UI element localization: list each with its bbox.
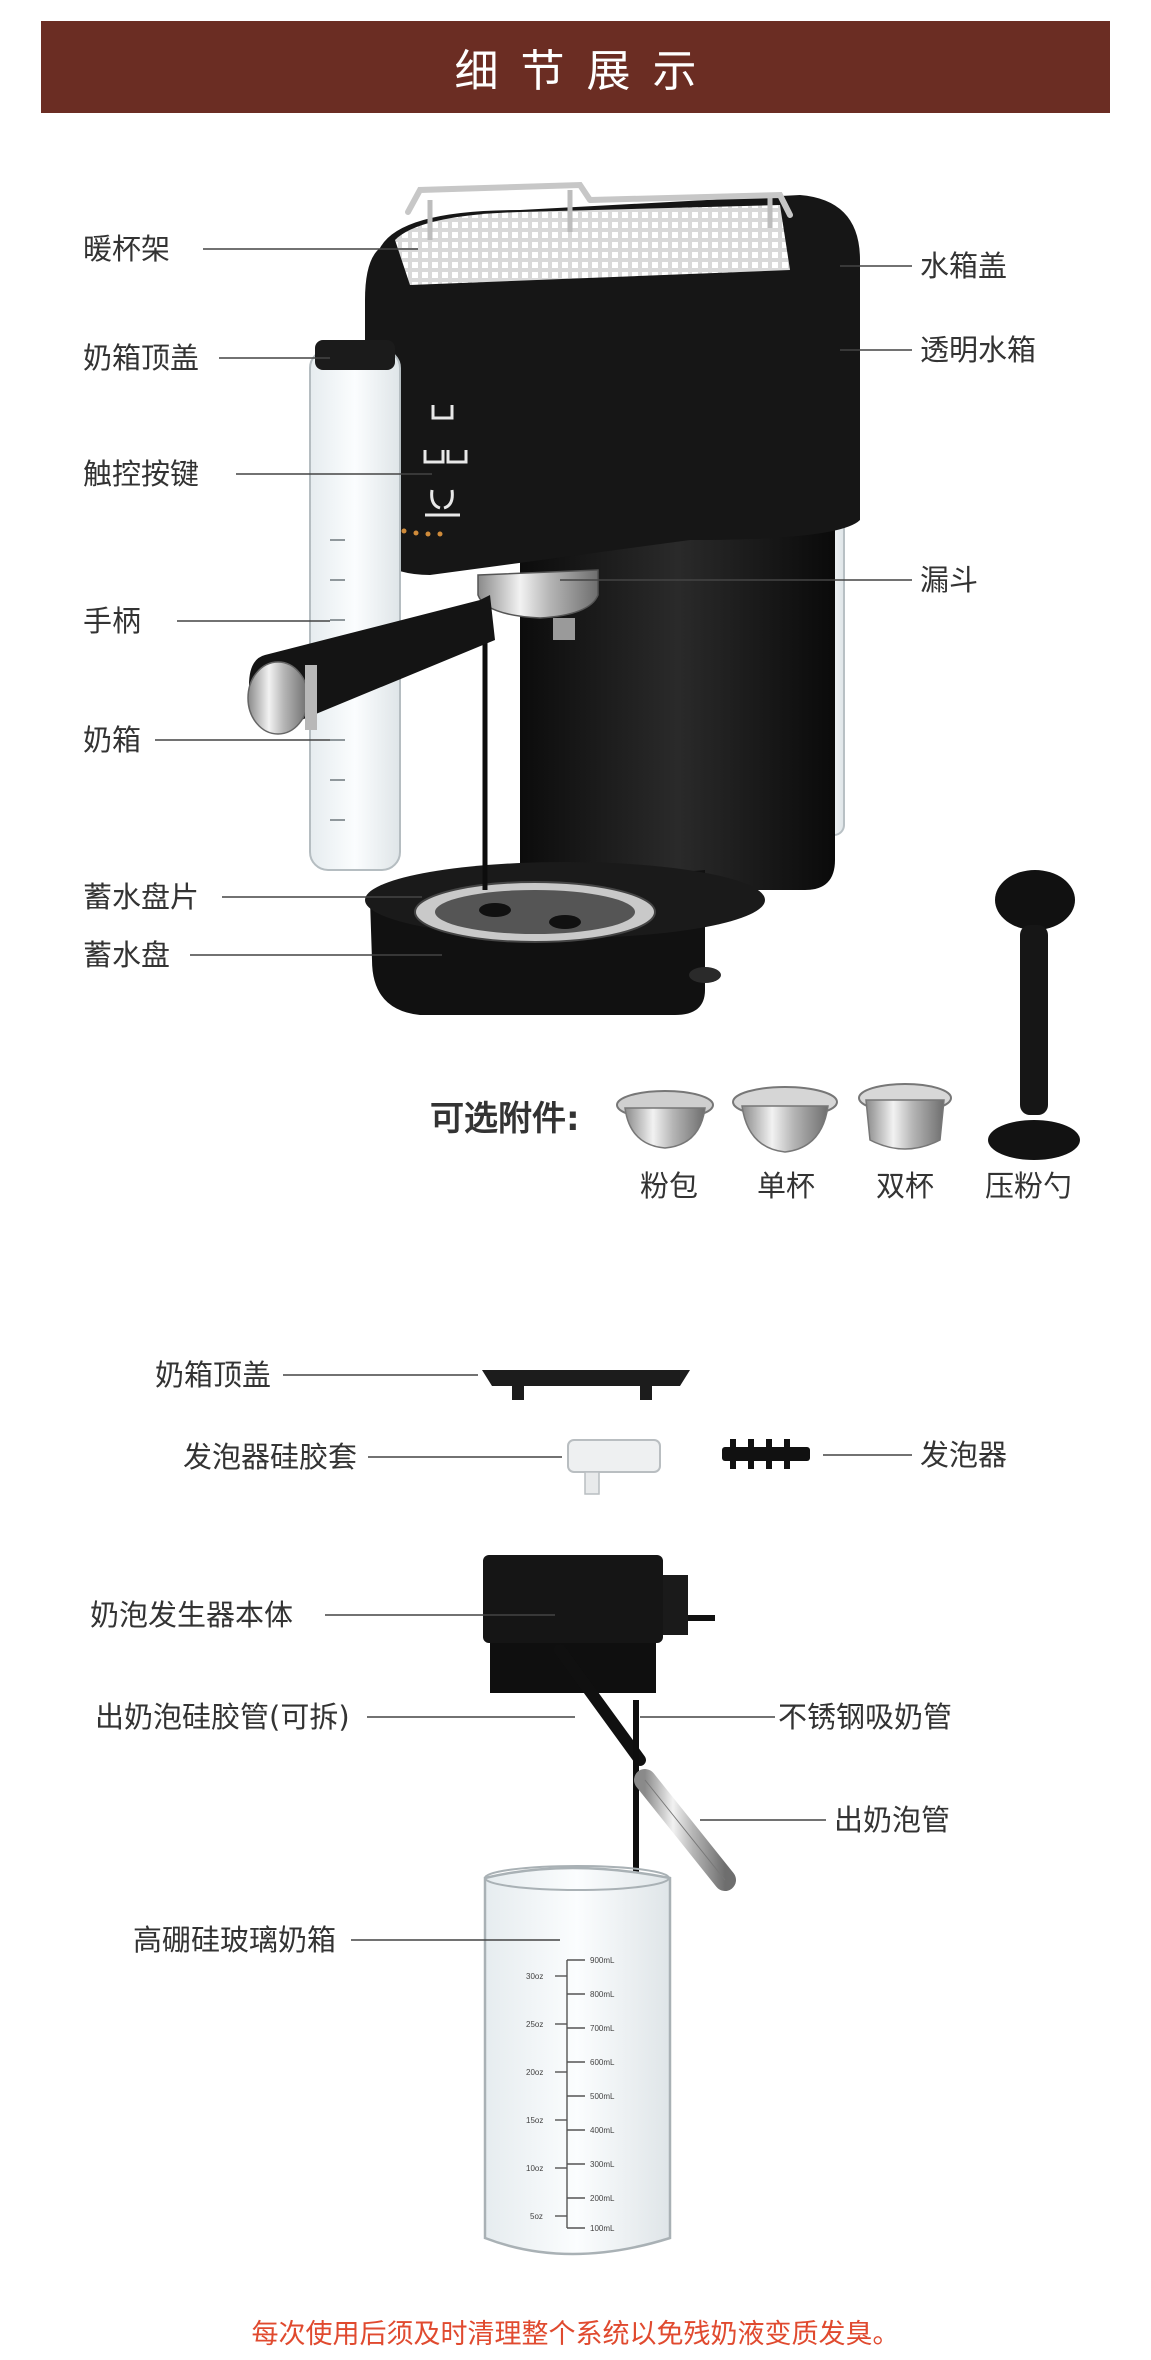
scale-oz-25: 25oz	[526, 2020, 543, 2029]
cleaning-note: 每次使用后须及时清理整个系统以免残奶液变质发臭。	[251, 2319, 900, 2350]
scale-ml-200: 200mL	[590, 2194, 615, 2203]
accessory-label-pod: 粉包	[640, 1169, 699, 1203]
label-cup-warmer: 暖杯架	[83, 232, 171, 266]
scale-ml-800: 800mL	[590, 1990, 615, 1999]
section-title: 细节展示	[454, 46, 719, 97]
label-drip-tray: 蓄水盘	[83, 938, 171, 972]
label-frother: 发泡器	[920, 1438, 1008, 1472]
scale-ml-500: 500mL	[590, 2092, 615, 2101]
scale-oz-15: 15oz	[526, 2116, 543, 2125]
label-funnel: 漏斗	[920, 563, 979, 597]
machine-leader-lines	[155, 248, 912, 956]
scale-ml-700: 700mL	[590, 2024, 615, 2033]
label-frother-body: 奶泡发生器本体	[90, 1598, 294, 1632]
scale-ml-400: 400mL	[590, 2126, 615, 2135]
scale-oz-30: 30oz	[526, 1972, 543, 1981]
label-handle: 手柄	[83, 604, 142, 638]
label-touch-buttons: 触控按键	[83, 457, 200, 491]
label-silicone-outlet-tube: 出奶泡硅胶管(可拆)	[95, 1700, 350, 1734]
accessory-label-single: 单杯	[757, 1169, 816, 1203]
scale-oz-20: 20oz	[526, 2068, 543, 2077]
scale-ml-600: 600mL	[590, 2058, 615, 2067]
scale-ml-100: 100mL	[590, 2224, 615, 2233]
coffee-machine	[247, 181, 860, 1015]
jug-scale-labels: 900mL 800mL 700mL 600mL 500mL 400mL 300m…	[526, 1956, 615, 2233]
label-drip-tray-plate: 蓄水盘片	[83, 880, 200, 914]
exploded-leader-lines	[283, 1374, 912, 1941]
accessories-heading: 可选附件:	[430, 1099, 580, 1139]
accessory-illustrations	[616, 870, 1080, 1160]
label-water-tank-lid: 水箱盖	[920, 249, 1008, 283]
label-clear-water-tank: 透明水箱	[920, 333, 1037, 367]
label-outlet-tube: 出奶泡管	[834, 1803, 951, 1837]
label-frother-silicone-sleeve: 发泡器硅胶套	[183, 1440, 358, 1474]
section-title-banner: 细节展示	[41, 21, 1110, 113]
scale-oz-5: 5oz	[530, 2212, 543, 2221]
label-milk-tank: 奶箱	[83, 723, 142, 757]
label-milk-tank-lid: 奶箱顶盖	[83, 341, 200, 375]
scale-ml-300: 300mL	[590, 2160, 615, 2169]
label-milk-tank-top-lid: 奶箱顶盖	[155, 1358, 272, 1392]
accessory-label-double: 双杯	[876, 1169, 935, 1203]
label-glass-milk-tank: 高硼硅玻璃奶箱	[133, 1923, 337, 1957]
label-steel-suction-tube: 不锈钢吸奶管	[778, 1700, 953, 1734]
accessory-label-tamper: 压粉勺	[985, 1169, 1073, 1203]
frother-exploded-view	[482, 1370, 810, 2256]
scale-ml-900: 900mL	[590, 1956, 615, 1965]
scale-oz-10: 10oz	[526, 2164, 543, 2173]
